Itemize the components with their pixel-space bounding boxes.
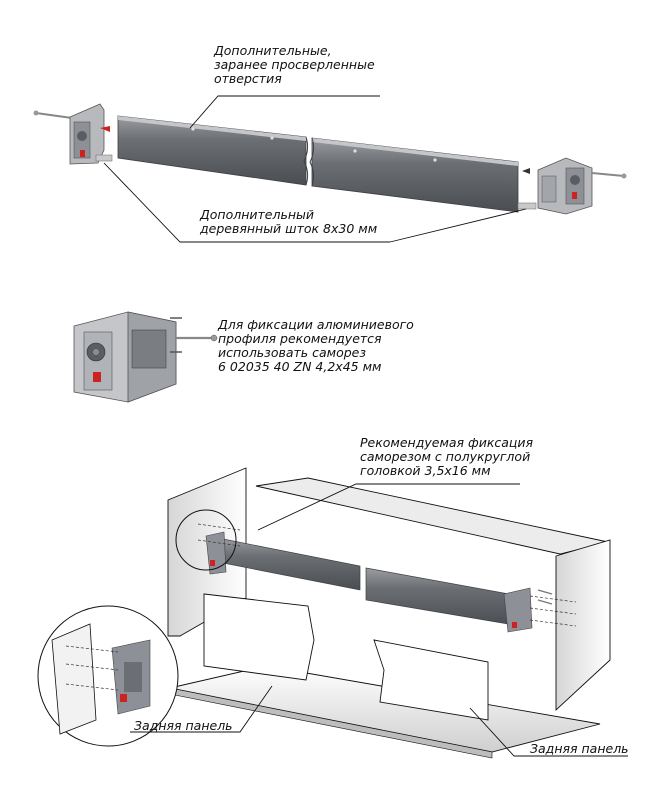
dowel-label: Дополнительный деревянный шток 8x30 мм (200, 207, 378, 236)
top-rail-assembly (33, 95, 627, 243)
right-screw (591, 172, 627, 179)
drawer-box (37, 467, 628, 759)
rail-left-segment (117, 115, 307, 186)
holes-leader-line (189, 95, 380, 129)
right-bracket (537, 157, 593, 215)
back-left-leader (130, 685, 273, 733)
holes-label: Дополнительные, заранее просверленные от… (214, 43, 375, 86)
right-side-panel (555, 539, 611, 712)
left-screw (33, 110, 73, 119)
screw-recommended-leader (257, 483, 520, 531)
screw-hole-guides (197, 523, 577, 627)
top-back-board (255, 477, 609, 555)
left-bracket (69, 103, 110, 165)
detail-circle-large (37, 605, 179, 747)
bracket-closeup (73, 311, 218, 403)
left-dowel (95, 154, 113, 162)
detail-circle-small (175, 509, 237, 571)
back-panel-left (203, 593, 315, 681)
screw-recommended-label: Рекомендуемая фиксация саморезом с полук… (360, 435, 534, 478)
back-panel-right-label: Задняя панель (530, 741, 629, 756)
arrow-right-icon (522, 168, 530, 174)
back-panel-left-label: Задняя панель (134, 718, 233, 733)
back-panel-right (373, 639, 489, 721)
dowel-leader-line (103, 162, 390, 243)
right-dowel (517, 202, 537, 210)
rail-right-segment (311, 137, 519, 213)
dowel-leader-line-right (389, 208, 527, 243)
box-rail (205, 531, 533, 633)
right-screws (537, 589, 553, 605)
screw-alu-label: Для фиксации алюминиевого профиля рекоме… (218, 317, 414, 374)
back-right-leader (469, 707, 628, 757)
